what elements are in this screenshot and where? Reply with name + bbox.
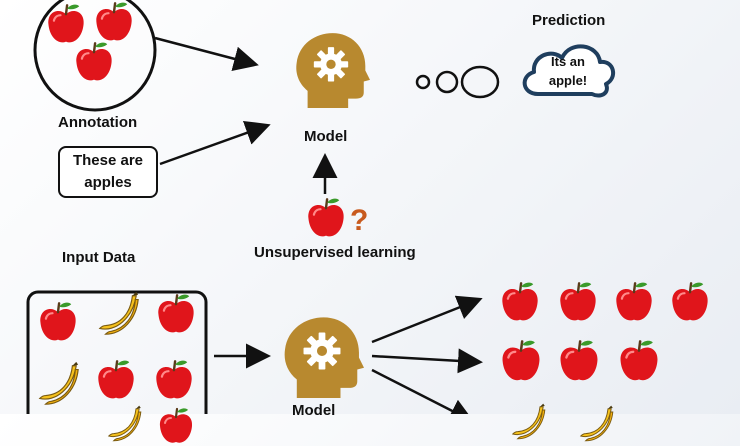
annotation-label: Annotation (58, 114, 138, 131)
bottom-model-label: Model (292, 402, 336, 419)
apple-icon (612, 280, 656, 324)
question-mark: ? (350, 204, 369, 237)
annotation-box-line-1: These are (72, 152, 144, 169)
apple-icon (94, 358, 138, 402)
banana-icon (34, 360, 82, 408)
annotation-apples-circle (33, 0, 157, 112)
prediction-title: Prediction (532, 12, 606, 29)
prediction-bubble-text: Its an apple! (536, 52, 600, 90)
apple-icon (36, 300, 80, 344)
input-data-box (26, 290, 208, 414)
apple-icon (304, 196, 348, 240)
prediction-bubble-line-2: apple! (548, 73, 588, 88)
apple-icon (498, 338, 544, 384)
annotation-box: These are apples (58, 146, 158, 198)
diagram-connectors (26, 0, 616, 414)
head-gear-icon (292, 30, 370, 108)
thought-dot-small (415, 74, 431, 90)
arrow-model-to-cluster-1 (371, 295, 483, 344)
apple-icon (498, 280, 542, 324)
apple-icon (72, 40, 116, 84)
apple-icon (154, 292, 198, 336)
unsupervised-label: Unsupervised learning (254, 244, 416, 261)
banana-icon (104, 404, 144, 444)
arrow-model-to-cluster-2 (371, 348, 483, 374)
apple-icon (616, 338, 662, 384)
apple-icon (556, 280, 600, 324)
head-gear-icon (280, 314, 364, 398)
thought-cloud-icon (522, 44, 616, 98)
annotation-box-line-2: apples (84, 174, 132, 191)
input-data-label: Input Data (62, 249, 136, 266)
arrow-model-to-cluster-3 (371, 368, 475, 414)
banana-icon (508, 402, 548, 442)
apple-icon (92, 0, 136, 44)
apple-icon (556, 338, 602, 384)
arrow-apples-to-model (154, 36, 259, 72)
banana-icon (576, 404, 616, 444)
prediction-bubble-line-1: Its an (551, 54, 585, 69)
apple-icon (152, 358, 196, 402)
apple-icon (156, 406, 196, 446)
apple-icon (668, 280, 712, 324)
thought-dot-large (460, 65, 500, 99)
banana-icon (94, 290, 142, 338)
top-model-label: Model (304, 128, 348, 145)
thought-dot-medium (435, 70, 459, 94)
arrow-annotation-to-model (159, 120, 271, 166)
